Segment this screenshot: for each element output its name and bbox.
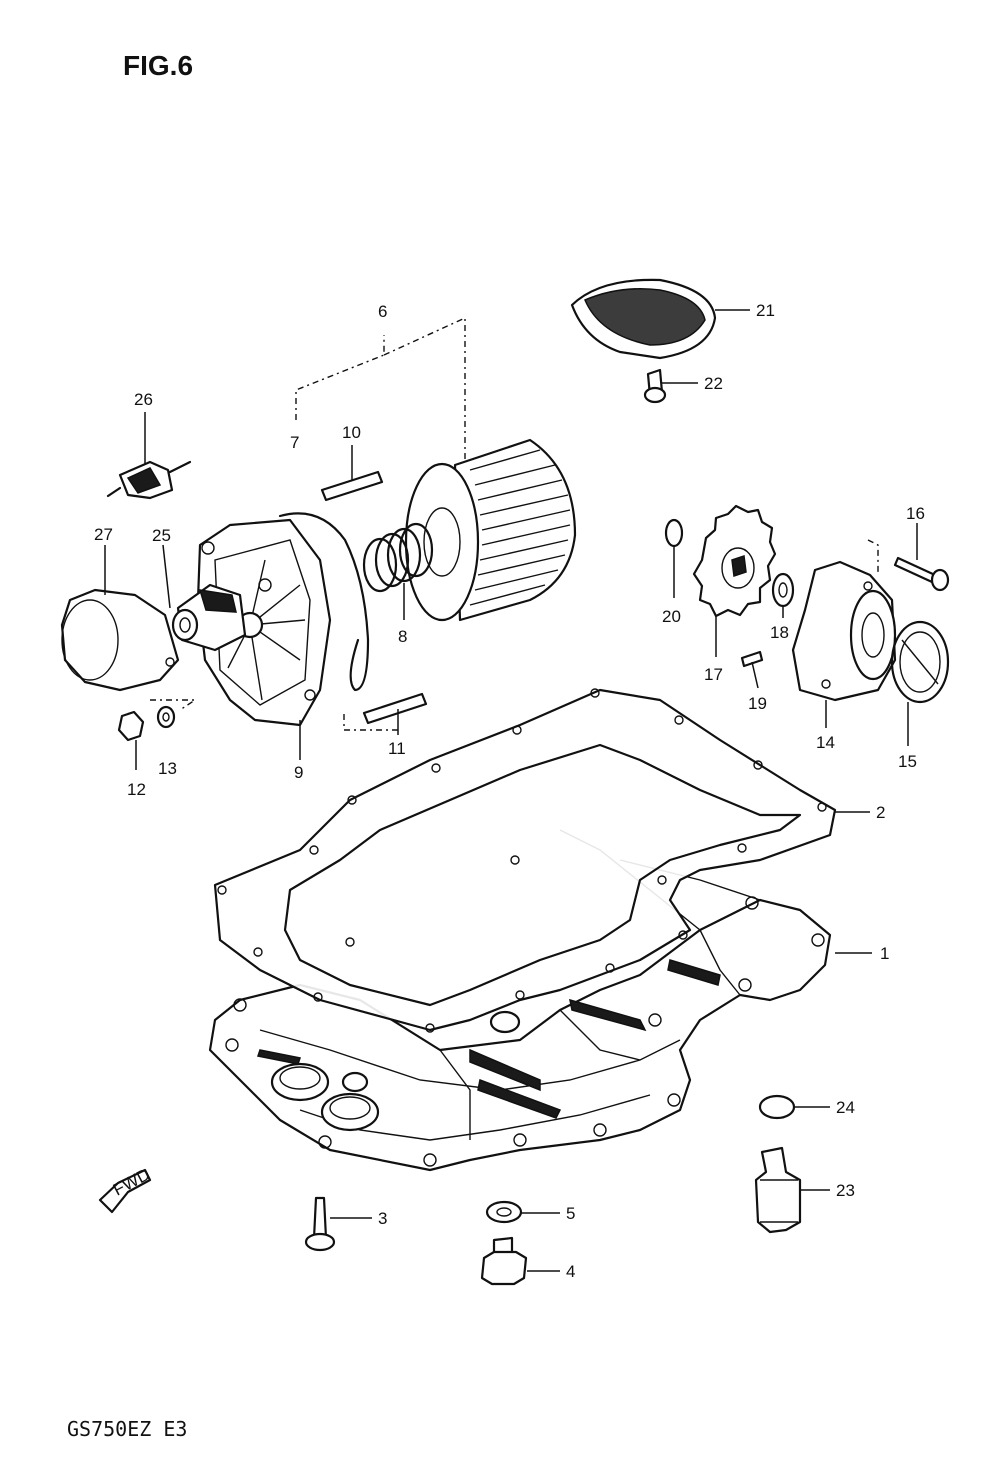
washer-18: [771, 572, 795, 608]
oil-filter: [404, 438, 577, 622]
callout-24: 24: [836, 1098, 855, 1117]
gasket-5: [485, 1200, 523, 1224]
filter-spring: [362, 522, 434, 593]
pin-19: [740, 650, 764, 668]
callout-labels: 1 2 3 4 5 6 7 8 9 10 11 12 13 14 15 16 1…: [94, 301, 925, 1281]
forward-tag: FWD: [110, 1165, 153, 1200]
callout-1: 1: [880, 944, 889, 963]
leader-lines: [104, 309, 918, 1272]
cap-27: [60, 588, 180, 692]
oil-pan: [208, 829, 832, 1172]
callout-23: 23: [836, 1181, 855, 1200]
callout-22: 22: [704, 374, 723, 393]
callout-10: 10: [342, 423, 361, 442]
screw-16: [893, 556, 950, 592]
union-23: [754, 1146, 802, 1234]
model-code: GS750EZ E3: [67, 1417, 187, 1441]
forward-arrow-icon: FWD: [98, 1165, 153, 1214]
callout-25: 25: [152, 526, 171, 545]
callout-2: 2: [876, 803, 885, 822]
bolt-3: [304, 1196, 336, 1252]
callout-18: 18: [770, 623, 789, 642]
callout-17: 17: [704, 665, 723, 684]
pressure-switch-26: [106, 460, 192, 500]
o-ring-24: [758, 1094, 796, 1120]
figure-title: FIG.6: [123, 50, 193, 81]
callout-20: 20: [662, 607, 681, 626]
callout-27: 27: [94, 525, 113, 544]
callout-13: 13: [158, 759, 177, 778]
callout-12: 12: [127, 780, 146, 799]
oil-pump-14: [791, 560, 897, 702]
oil-pan-gasket: [213, 688, 837, 1033]
callout-4: 4: [566, 1262, 575, 1281]
callout-6: 6: [378, 302, 387, 321]
pump-gasket-15: [890, 620, 950, 704]
callout-3: 3: [378, 1209, 387, 1228]
bolt-22: [643, 368, 667, 404]
nut-12: [117, 710, 145, 742]
callout-26: 26: [134, 390, 153, 409]
callout-16: 16: [906, 504, 925, 523]
circlip-20: [664, 518, 684, 548]
callout-19: 19: [748, 694, 767, 713]
pin-11: [362, 692, 428, 725]
sprocket-17: [692, 504, 777, 618]
callout-21: 21: [756, 301, 775, 320]
plate-21: [570, 278, 717, 360]
callout-7: 7: [290, 433, 299, 452]
callout-14: 14: [816, 733, 835, 752]
washer-13: [156, 705, 176, 729]
pin-10: [320, 470, 384, 502]
drain-plug-4: [480, 1236, 528, 1286]
o-ring-7: [278, 512, 370, 692]
pressure-unit-25: [171, 583, 247, 652]
callout-11: 11: [388, 739, 406, 758]
callout-8: 8: [398, 627, 407, 646]
assembly-brackets: [150, 316, 879, 731]
callout-15: 15: [898, 752, 917, 771]
filter-cover: [196, 518, 332, 727]
callout-5: 5: [566, 1204, 575, 1223]
callout-9: 9: [294, 763, 303, 782]
